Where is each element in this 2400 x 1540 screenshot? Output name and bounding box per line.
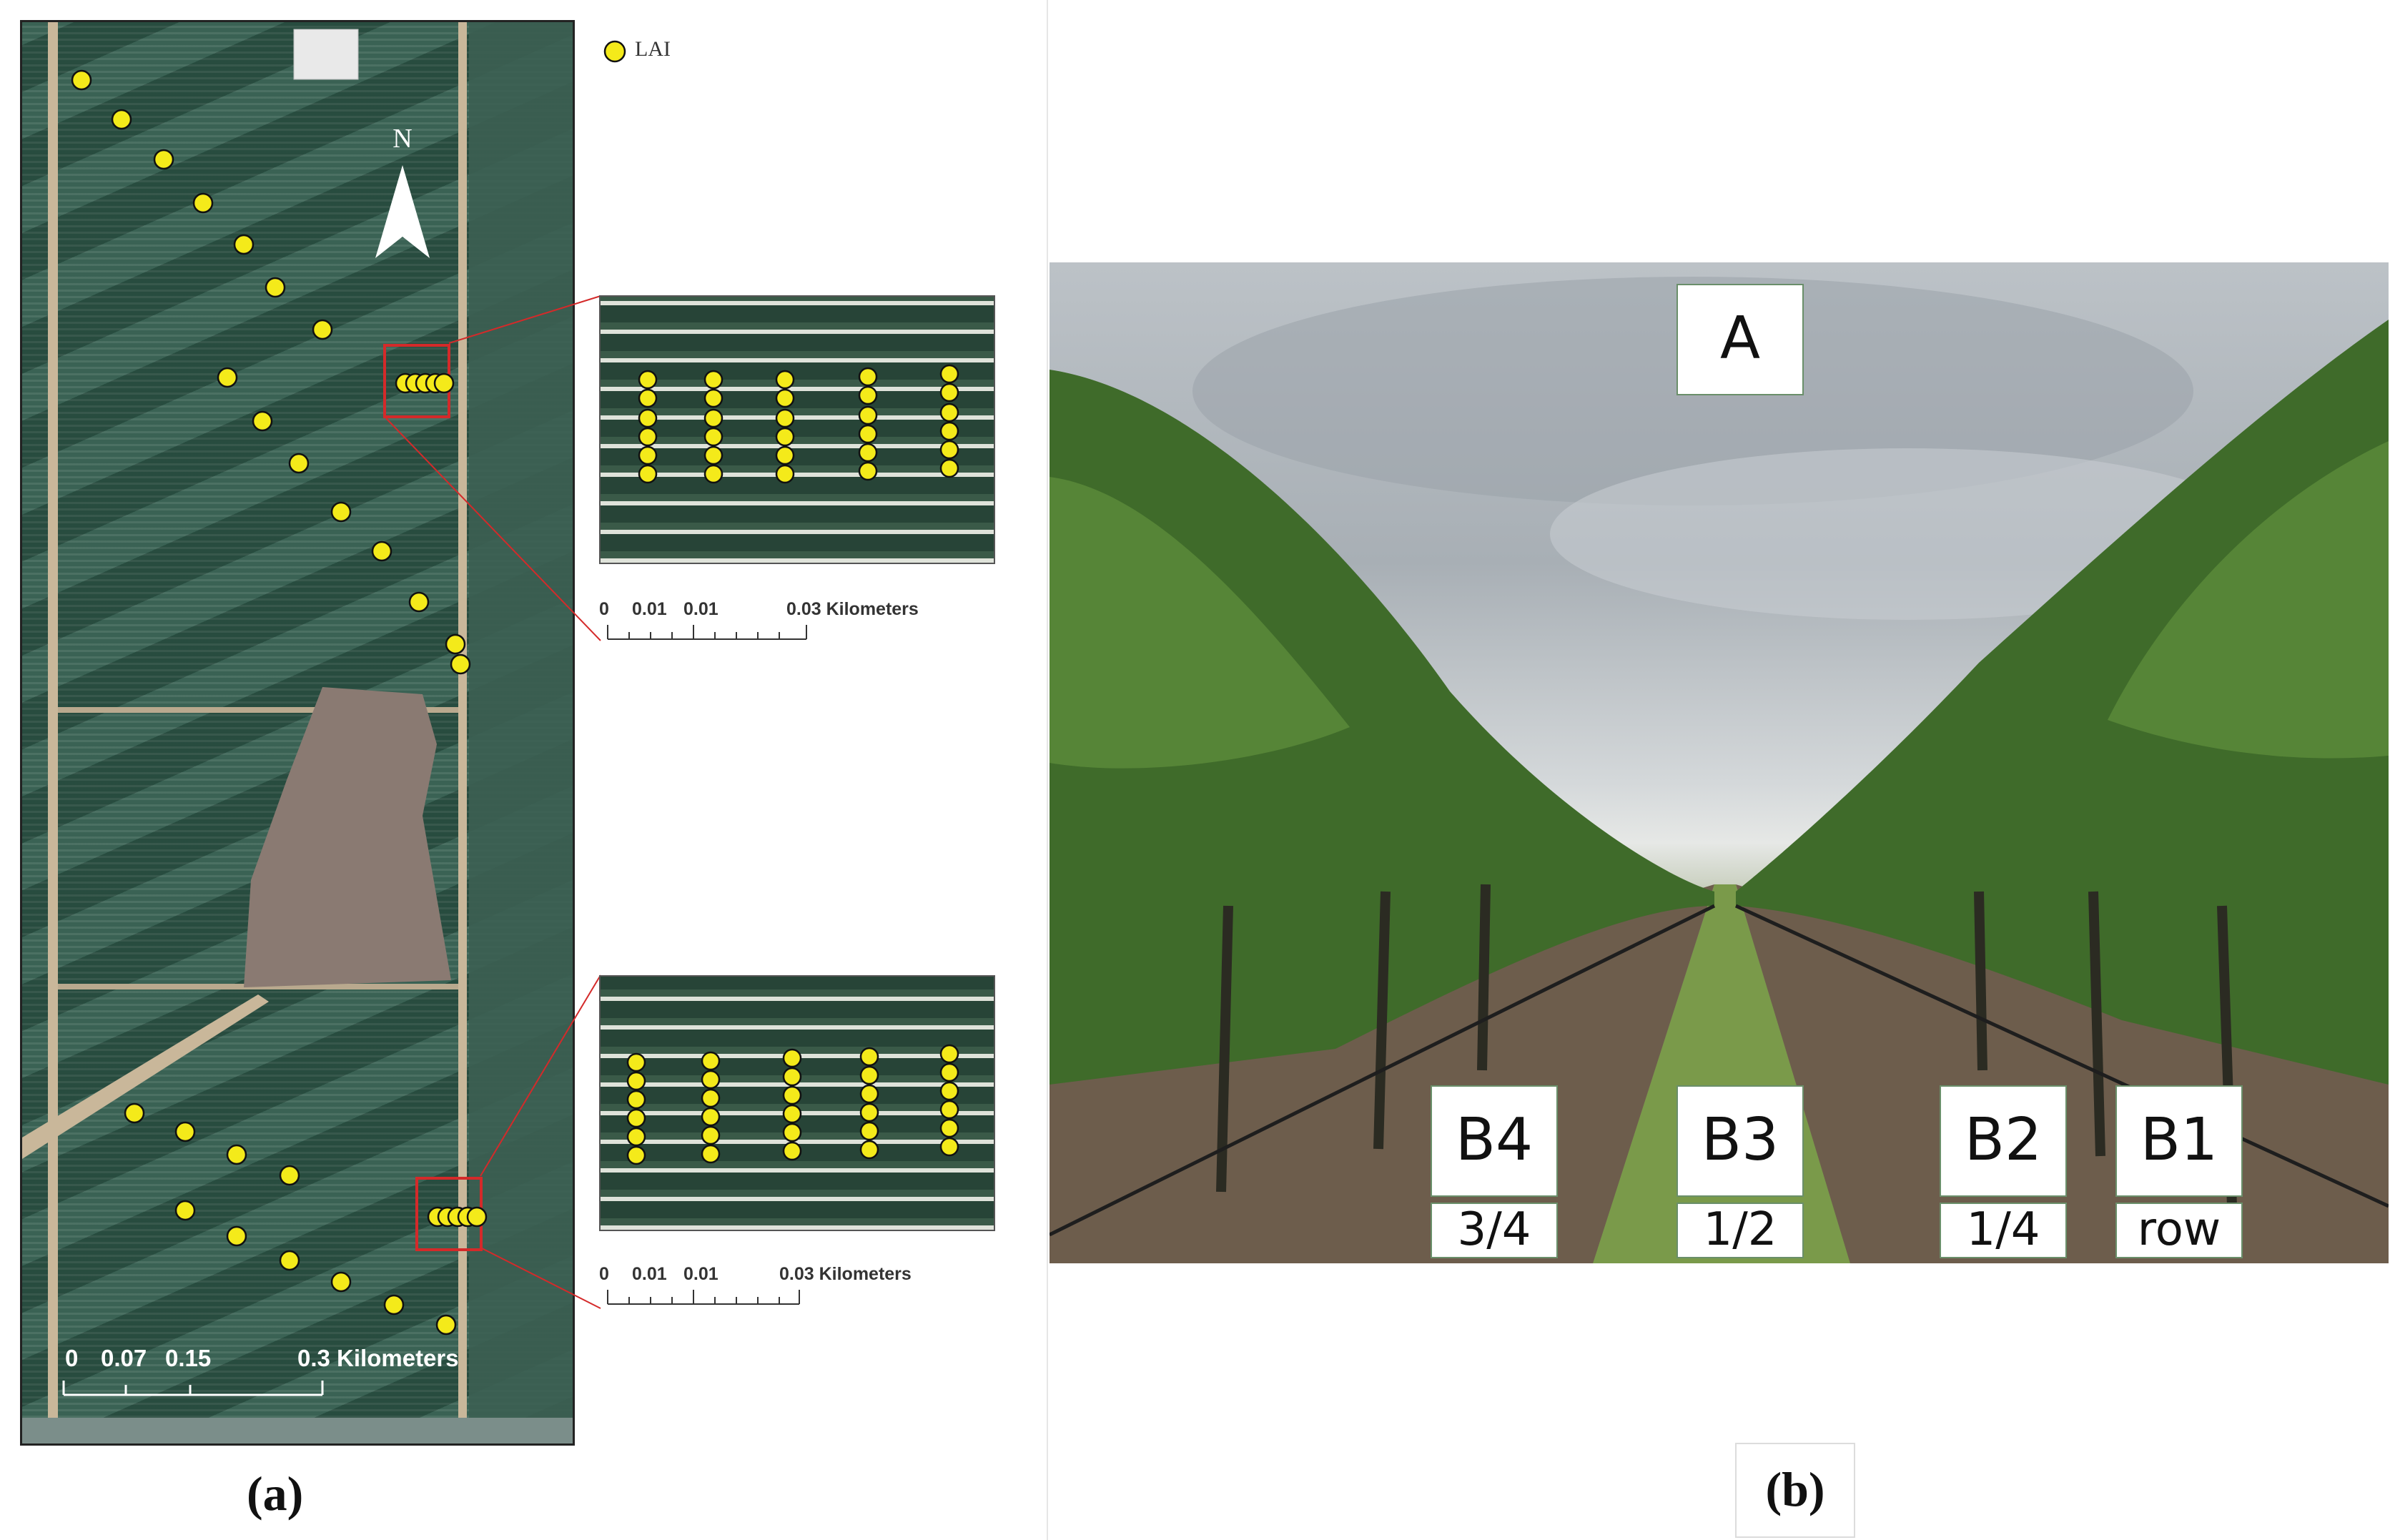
map-overlay: N [22, 22, 573, 1443]
map-scale-label-2: 0.15 [165, 1345, 211, 1371]
aerial-map: N [20, 20, 575, 1446]
position-label-b4: B4 [1431, 1085, 1558, 1197]
position-fraction-b3: 1/2 [1676, 1203, 1804, 1258]
legend-marker-icon [601, 37, 629, 66]
position-label-b1: B1 [2115, 1085, 2243, 1197]
inset-map-south [599, 975, 995, 1231]
inset-south-points [626, 1044, 959, 1165]
panel-label-b: (b) [1765, 1462, 1825, 1516]
north-arrow-icon [375, 165, 430, 258]
canopy-label-box: A [1676, 284, 1804, 395]
inset-south-scale-0: 0 [599, 1264, 609, 1284]
canopy-right [1736, 320, 2389, 1085]
map-scale-label-1: 0.07 [101, 1345, 147, 1371]
inset-map-north [599, 295, 995, 564]
canopy-left [1050, 370, 1714, 1085]
building [293, 29, 359, 80]
position-fraction-b2: 1/4 [1940, 1203, 2067, 1258]
inset-south-scale-2: 0.01 [683, 1264, 718, 1284]
position-label-b3: B3 [1676, 1085, 1804, 1197]
map-scale-label-3: 0.3 Kilometers [297, 1345, 459, 1371]
map-scale-bar: 0 0.07 0.15 0.3 Kilometers [62, 1345, 459, 1396]
inset-north-points [638, 364, 959, 484]
road-east [458, 22, 467, 1443]
lai-points-north [71, 69, 471, 675]
panel-label-b-frame: (b) [1735, 1443, 1855, 1538]
inset-north-scale-2: 0.01 [683, 599, 718, 619]
bare-patch [244, 687, 451, 987]
neighbor-field [469, 22, 573, 1443]
road-mid [58, 707, 458, 713]
river [22, 1418, 573, 1443]
position-fraction-b1: row [2115, 1203, 2243, 1258]
inset-south-scale-1: 0.01 [632, 1264, 667, 1284]
diagonal-road [22, 994, 269, 1159]
lai-points-south [124, 1102, 488, 1336]
inset-connectors [385, 295, 601, 1309]
panel-label-a: (a) [247, 1466, 304, 1521]
map-scale-label-0: 0 [65, 1345, 78, 1371]
panel-divider [1047, 0, 1048, 1540]
inset-north-scale-1: 0.01 [632, 599, 667, 619]
inset-north-scale: 0 0.01 0.01 0.03 Kilometers [599, 599, 919, 640]
inset-south-scale: 0 0.01 0.01 0.03 Kilometers [599, 1264, 912, 1305]
position-label-b2: B2 [1940, 1085, 2067, 1197]
legend-label: LAI [635, 37, 671, 61]
inset-south-scale-3: 0.03 Kilometers [779, 1264, 912, 1284]
road-west [48, 22, 58, 1443]
inset-north-scale-3: 0.03 Kilometers [786, 599, 919, 619]
north-label: N [392, 124, 412, 154]
position-fraction-b4: 3/4 [1431, 1203, 1558, 1258]
inset-north-scale-0: 0 [599, 599, 609, 619]
